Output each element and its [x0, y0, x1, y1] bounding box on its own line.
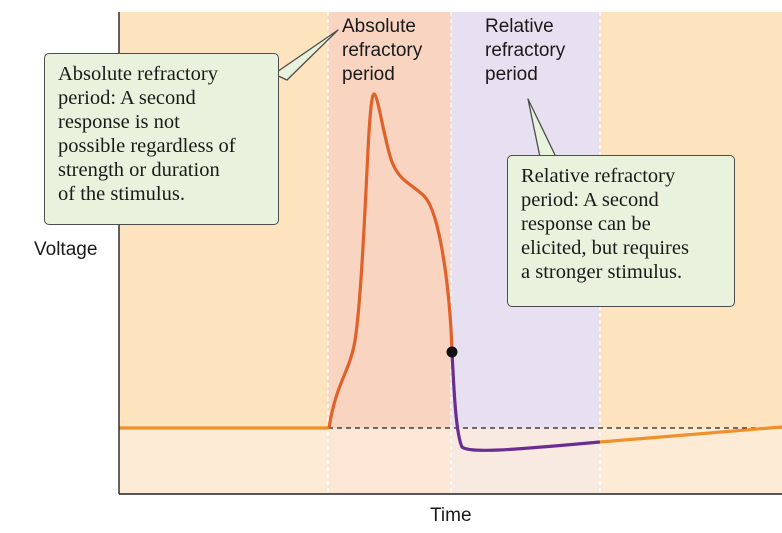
trace-hyperpolarization [450, 351, 601, 452]
relative-refractory-callout: Relative refractory period: A second res… [507, 155, 735, 307]
absolute-callout-pointer [273, 29, 339, 81]
y-axis-label: Voltage [34, 239, 98, 260]
absolute-refractory-band [328, 12, 451, 494]
relative-refractory-header: Relative refractory period [485, 16, 566, 85]
trace-action-potential-spike [327, 92, 454, 429]
trace-recovery [599, 425, 782, 444]
x-axis-label: Time [430, 505, 472, 526]
absolute-refractory-header: Absolute refractory period [342, 16, 423, 85]
absolute-refractory-callout: Absolute refractory period: A second res… [44, 53, 279, 225]
refractory-transition-marker [446, 346, 458, 358]
